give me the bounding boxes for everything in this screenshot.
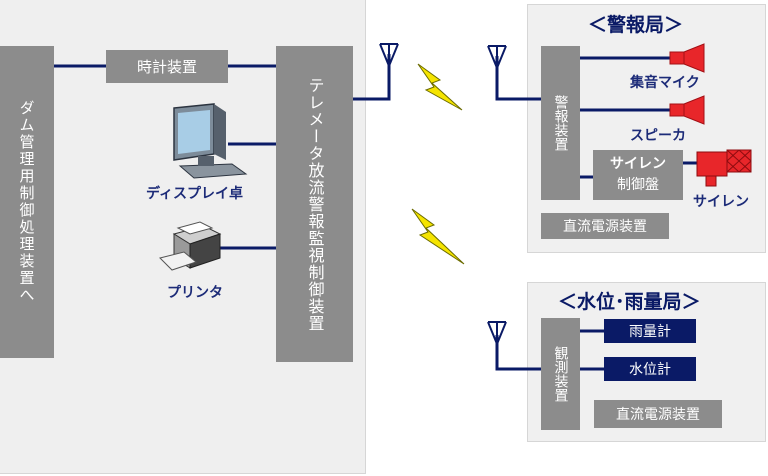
siren-control-label-2: 制御盤	[617, 177, 659, 193]
rain-gauge-label: 雨量計	[629, 324, 671, 340]
printer-label: プリンタ	[167, 285, 223, 301]
keiho-device-box: 警報装置	[541, 46, 580, 200]
mic-label: 集音マイク	[630, 75, 700, 91]
lightning-bolt-icons	[411, 63, 465, 265]
suii-dc-power-box: 直流電源装置	[594, 400, 722, 428]
speaker-icon	[669, 95, 705, 125]
keiho-station-title: ＜警報局＞	[588, 14, 684, 36]
telemeter-control-label: テレメータ放流警報監視制御装置	[305, 76, 325, 332]
dam-control-label: ダム管理用制御処理装置へ	[17, 100, 36, 304]
water-gauge-box: 水位計	[604, 357, 696, 381]
clock-device-label: 時計装置	[136, 58, 197, 76]
water-gauge-label: 水位計	[629, 362, 671, 378]
rain-gauge-box: 雨量計	[604, 319, 696, 343]
display-label: ディスプレイ卓	[146, 186, 244, 202]
clock-device-box: 時計装置	[106, 50, 228, 83]
telemeter-control-box: テレメータ放流警報監視制御装置	[276, 46, 353, 362]
keiho-device-label: 警報装置	[552, 95, 569, 151]
keiho-dc-power-label: 直流電源装置	[563, 219, 647, 235]
siren-label: サイレン	[693, 194, 749, 210]
monitor-icon	[173, 103, 248, 179]
keiho-dc-power-box: 直流電源装置	[541, 213, 669, 239]
siren-control-box: サイレン 制御盤	[593, 150, 683, 200]
siren-control-label-1: サイレン	[610, 156, 666, 172]
suii-dc-power-label: 直流電源装置	[616, 407, 700, 423]
siren-icon	[696, 149, 752, 187]
suii-device-box: 観測装置	[541, 318, 580, 430]
antenna-icons	[379, 43, 507, 347]
printer-icon	[159, 221, 222, 271]
suii-station-title: ＜水位･雨量局＞	[558, 291, 701, 313]
speaker-label: スピーカ	[630, 128, 686, 144]
suii-device-label: 観測装置	[552, 346, 569, 402]
dam-control-box: ダム管理用制御処理装置へ	[0, 46, 54, 358]
microphone-icon	[669, 43, 705, 73]
